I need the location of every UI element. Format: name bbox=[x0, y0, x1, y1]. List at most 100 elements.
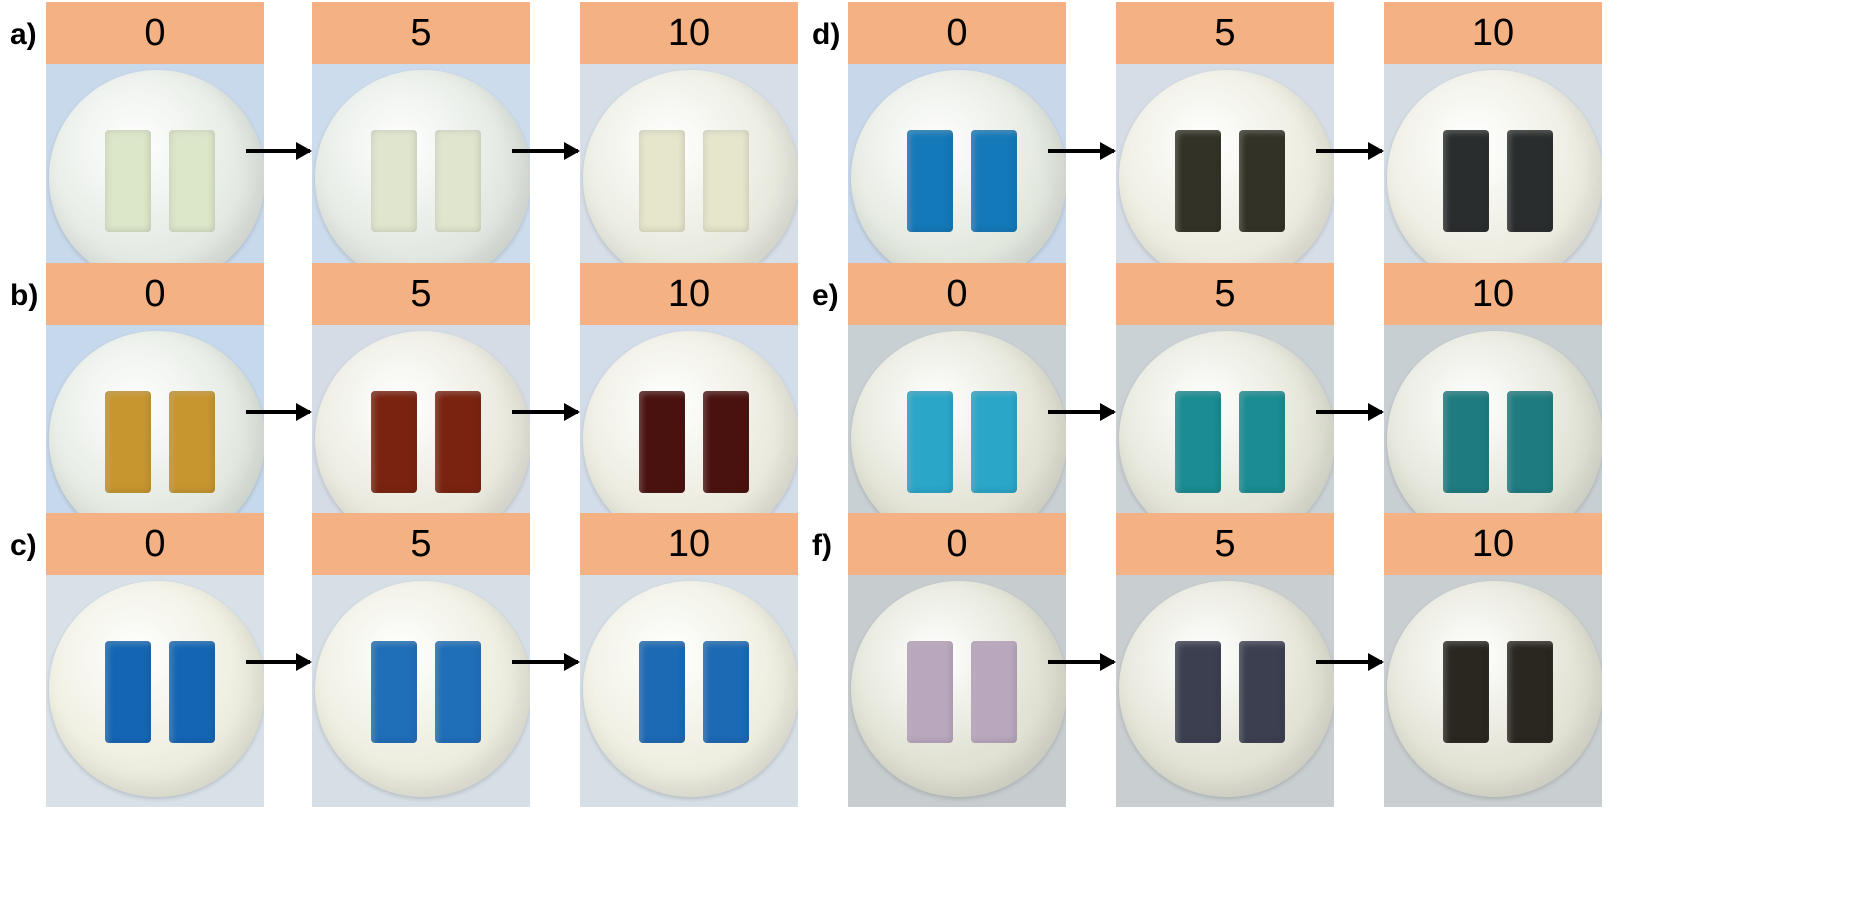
film-strip-left bbox=[907, 641, 953, 743]
sample-photo bbox=[46, 64, 264, 296]
sample-disc bbox=[315, 70, 530, 286]
film-strip-right bbox=[435, 391, 481, 493]
arrow-icon bbox=[1316, 142, 1384, 160]
sample-disc bbox=[49, 331, 264, 547]
film-strip-right bbox=[703, 391, 749, 493]
sample-disc bbox=[583, 70, 798, 286]
sample-disc bbox=[851, 70, 1066, 286]
time-header: 0 bbox=[848, 263, 1066, 325]
time-header: 0 bbox=[848, 2, 1066, 64]
sample-photo bbox=[580, 575, 798, 807]
sample-disc bbox=[1119, 70, 1334, 286]
time-header: 10 bbox=[580, 263, 798, 325]
sample-photo bbox=[1384, 575, 1602, 807]
film-strip-left bbox=[1175, 391, 1221, 493]
arrow-icon bbox=[1316, 653, 1384, 671]
time-header: 10 bbox=[580, 513, 798, 575]
film-strip-left bbox=[907, 130, 953, 232]
film-strip-left bbox=[105, 391, 151, 493]
time-header: 5 bbox=[1116, 2, 1334, 64]
film-strip-right bbox=[703, 641, 749, 743]
film-strip-right bbox=[1239, 130, 1285, 232]
time-header: 0 bbox=[848, 513, 1066, 575]
sample-disc bbox=[1387, 581, 1602, 797]
sample-disc bbox=[851, 581, 1066, 797]
film-strip-left bbox=[371, 391, 417, 493]
sample-photo bbox=[46, 575, 264, 807]
time-header: 5 bbox=[1116, 263, 1334, 325]
sample-photo bbox=[848, 64, 1066, 296]
arrow-icon bbox=[246, 142, 312, 160]
arrow-icon bbox=[246, 653, 312, 671]
film-strip-left bbox=[1443, 641, 1489, 743]
film-strip-left bbox=[1443, 130, 1489, 232]
sample-photo bbox=[848, 575, 1066, 807]
film-strip-left bbox=[1175, 641, 1221, 743]
time-header: 0 bbox=[46, 263, 264, 325]
film-strip-left bbox=[639, 130, 685, 232]
sample-disc bbox=[851, 331, 1066, 547]
sample-photo bbox=[1116, 575, 1334, 807]
sample-disc bbox=[583, 331, 798, 547]
time-header: 5 bbox=[312, 2, 530, 64]
film-strip-right bbox=[435, 130, 481, 232]
sample-photo bbox=[312, 64, 530, 296]
sample-photo bbox=[312, 575, 530, 807]
time-header: 5 bbox=[312, 513, 530, 575]
film-strip-right bbox=[703, 130, 749, 232]
sample-disc bbox=[1119, 581, 1334, 797]
film-strip-right bbox=[1507, 641, 1553, 743]
sample-disc bbox=[49, 70, 264, 286]
film-strip-right bbox=[971, 391, 1017, 493]
arrow-icon bbox=[1316, 403, 1384, 421]
panel-label: b) bbox=[10, 279, 39, 312]
sample-frame: 5 bbox=[312, 513, 530, 807]
film-strip-left bbox=[105, 130, 151, 232]
arrow-icon bbox=[1048, 403, 1116, 421]
sample-frame: 10 bbox=[1384, 2, 1602, 296]
time-header: 5 bbox=[312, 263, 530, 325]
film-strip-right bbox=[169, 130, 215, 232]
sample-frame: 0 bbox=[848, 513, 1066, 807]
sample-frame: 0 bbox=[848, 2, 1066, 296]
panel-label: f) bbox=[812, 529, 832, 562]
time-header: 10 bbox=[1384, 2, 1602, 64]
time-header: 10 bbox=[1384, 513, 1602, 575]
film-strip-right bbox=[1507, 391, 1553, 493]
sample-disc bbox=[315, 331, 530, 547]
film-strip-left bbox=[907, 391, 953, 493]
sample-frame: 0 bbox=[46, 513, 264, 807]
sample-disc bbox=[315, 581, 530, 797]
film-strip-left bbox=[639, 391, 685, 493]
film-strip-left bbox=[371, 641, 417, 743]
film-strip-right bbox=[971, 641, 1017, 743]
film-strip-right bbox=[169, 391, 215, 493]
arrow-icon bbox=[512, 403, 580, 421]
sample-disc bbox=[1387, 70, 1602, 286]
panel-label: e) bbox=[812, 279, 839, 312]
film-strip-left bbox=[371, 130, 417, 232]
film-strip-right bbox=[435, 641, 481, 743]
film-strip-left bbox=[639, 641, 685, 743]
arrow-icon bbox=[246, 403, 312, 421]
panel-label: d) bbox=[812, 18, 841, 51]
film-strip-left bbox=[105, 641, 151, 743]
time-header: 0 bbox=[46, 2, 264, 64]
sample-frame: 10 bbox=[580, 2, 798, 296]
film-strip-right bbox=[1239, 641, 1285, 743]
time-header: 10 bbox=[1384, 263, 1602, 325]
arrow-icon bbox=[1048, 142, 1116, 160]
sample-frame: 5 bbox=[1116, 2, 1334, 296]
sample-photo bbox=[1116, 64, 1334, 296]
sample-frame: 10 bbox=[1384, 513, 1602, 807]
film-strip-right bbox=[1239, 391, 1285, 493]
time-header: 0 bbox=[46, 513, 264, 575]
film-strip-left bbox=[1175, 130, 1221, 232]
panel-label: a) bbox=[10, 18, 37, 51]
sample-disc bbox=[1387, 331, 1602, 547]
film-strip-right bbox=[169, 641, 215, 743]
